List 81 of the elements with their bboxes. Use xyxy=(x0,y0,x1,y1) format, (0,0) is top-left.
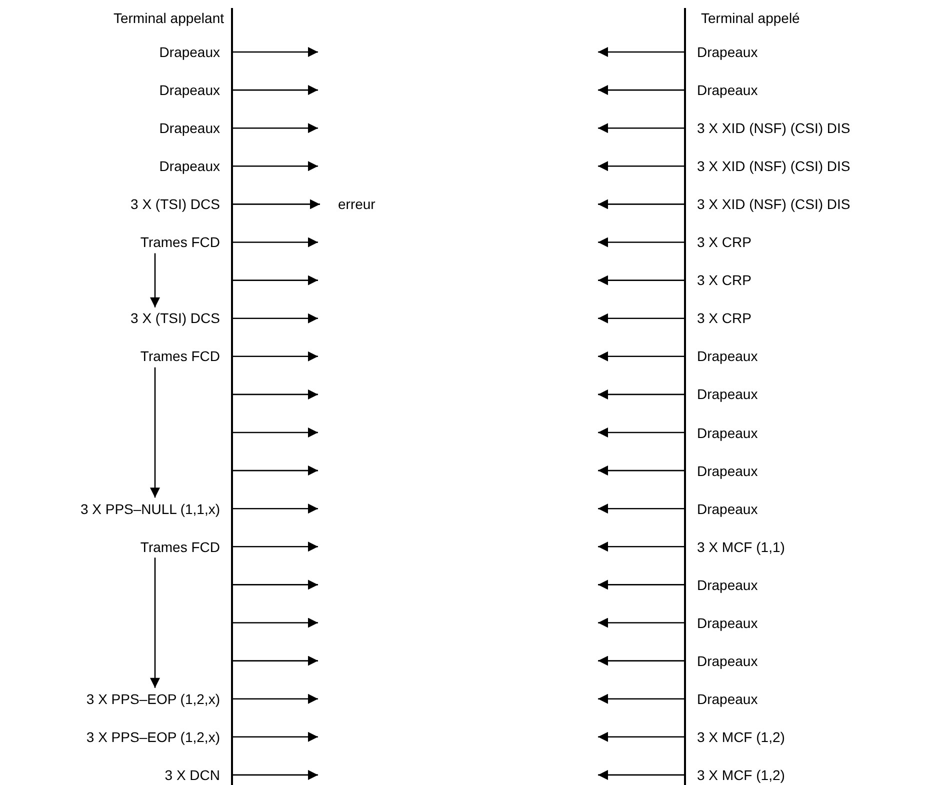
signal-label: Drapeaux xyxy=(159,81,220,100)
arrow xyxy=(233,237,318,248)
signal-label: Drapeaux xyxy=(697,576,758,594)
arrow xyxy=(598,313,684,324)
arrow xyxy=(233,542,318,552)
signal-label: Drapeaux xyxy=(697,385,758,404)
signal-label: 3 X DCN xyxy=(164,766,220,784)
arrow xyxy=(598,237,684,248)
arrow xyxy=(233,161,318,172)
arrow xyxy=(598,656,684,666)
arrow xyxy=(598,161,684,172)
arrow xyxy=(233,770,318,780)
signal-label: Drapeaux xyxy=(159,157,220,176)
signal-label: Trames FCD xyxy=(140,347,220,366)
signal-label: 3 X (TSI) DCS xyxy=(130,195,220,214)
arrow xyxy=(598,542,684,552)
signal-label: Drapeaux xyxy=(697,690,758,708)
column-heading: Terminal appelant xyxy=(113,9,224,27)
arrow xyxy=(233,694,318,704)
arrow xyxy=(598,618,684,628)
signal-label: 3 X CRP xyxy=(697,271,752,290)
signal-label: 3 X XID (NSF) (CSI) DIS xyxy=(697,157,850,176)
arrow xyxy=(598,47,684,57)
arrow xyxy=(150,367,160,498)
arrow xyxy=(150,558,160,688)
arrow xyxy=(233,47,318,57)
arrow xyxy=(233,466,318,476)
arrow xyxy=(598,466,684,476)
signal-label: 3 X XID (NSF) (CSI) DIS xyxy=(697,119,850,138)
arrow xyxy=(598,770,684,780)
arrow xyxy=(233,656,318,666)
signal-label: Trames FCD xyxy=(140,233,220,252)
arrow xyxy=(233,313,318,324)
signal-label: Drapeaux xyxy=(697,614,758,632)
signal-label: Drapeaux xyxy=(697,43,758,61)
arrow xyxy=(233,580,318,590)
arrow xyxy=(598,694,684,704)
signal-label: Drapeaux xyxy=(697,81,758,100)
lifeline xyxy=(231,8,233,785)
signal-label: Drapeaux xyxy=(159,119,220,138)
signal-label: 3 X PPS–EOP (1,2,x) xyxy=(86,728,220,746)
arrow xyxy=(598,389,684,400)
lifeline xyxy=(684,8,686,785)
arrow xyxy=(233,428,318,438)
signal-label: Drapeaux xyxy=(697,500,758,518)
arrow xyxy=(233,351,318,362)
signal-label: 3 X MCF (1,2) xyxy=(697,766,785,784)
signal-label: 3 X MCF (1,1) xyxy=(697,538,785,556)
arrow xyxy=(598,123,684,134)
arrow xyxy=(598,580,684,590)
arrow xyxy=(233,389,318,400)
signal-label: 3 X (TSI) DCS xyxy=(130,309,220,328)
arrow xyxy=(233,732,318,742)
signal-label: Drapeaux xyxy=(697,424,758,442)
signal-label: 3 X PPS–NULL (1,1,x) xyxy=(80,500,220,518)
arrow xyxy=(233,618,318,628)
arrow xyxy=(150,253,160,308)
signal-label: 3 X MCF (1,2) xyxy=(697,728,785,746)
arrow xyxy=(233,504,318,514)
signal-label: erreur xyxy=(338,195,376,214)
signal-label: Drapeaux xyxy=(697,462,758,480)
arrow xyxy=(233,199,320,210)
signal-label: 3 X CRP xyxy=(697,233,752,252)
arrow xyxy=(233,85,318,96)
signal-label: 3 X CRP xyxy=(697,309,752,328)
signal-label: Drapeaux xyxy=(159,43,220,61)
signal-label: 3 X XID (NSF) (CSI) DIS xyxy=(697,195,850,214)
arrow xyxy=(598,85,684,96)
arrow xyxy=(598,504,684,514)
signal-label: 3 X PPS–EOP (1,2,x) xyxy=(86,690,220,708)
arrow xyxy=(598,732,684,742)
arrow xyxy=(233,275,318,286)
signal-label: Drapeaux xyxy=(697,652,758,670)
column-heading: Terminal appelé xyxy=(701,9,800,27)
arrow xyxy=(598,199,684,210)
arrow xyxy=(598,351,684,362)
signal-label: Drapeaux xyxy=(697,347,758,366)
signal-label: Trames FCD xyxy=(140,538,220,556)
arrow xyxy=(598,275,684,286)
arrow xyxy=(233,123,318,134)
arrow xyxy=(598,428,684,438)
